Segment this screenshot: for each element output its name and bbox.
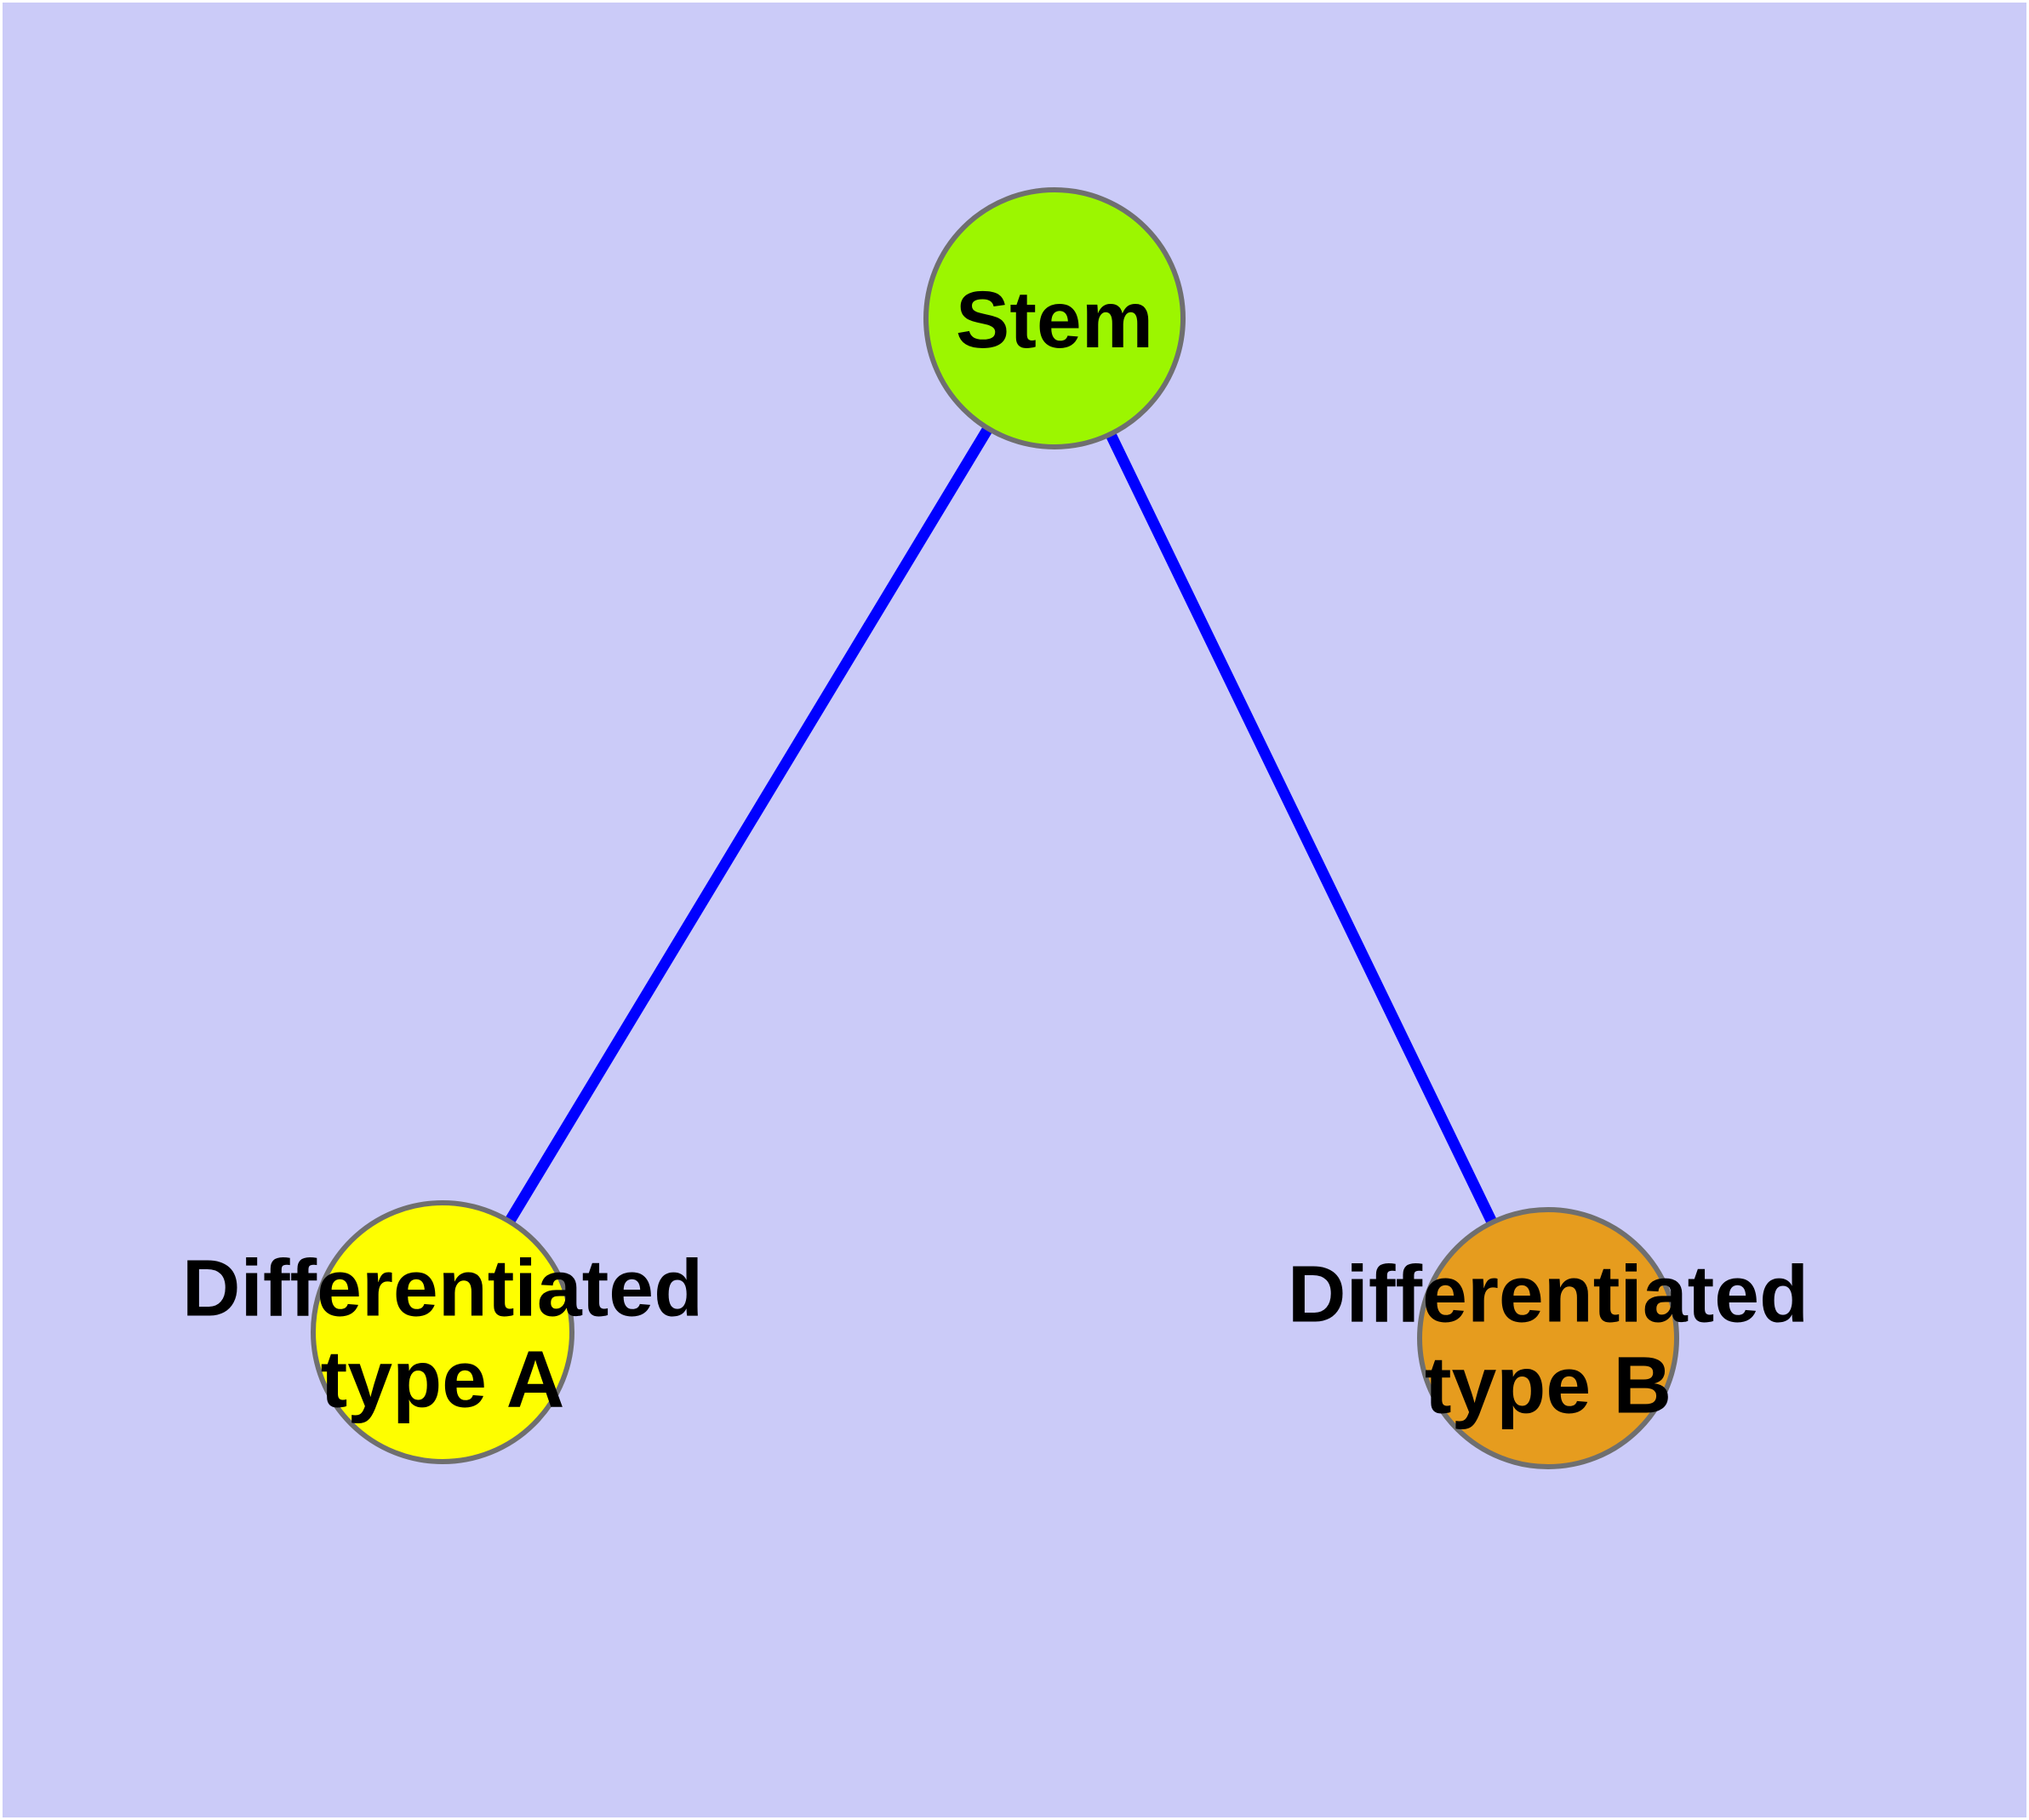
node-diff-a-circle [311,1200,574,1464]
edges-layer [437,315,1553,1341]
node-diff-b-circle [1417,1207,1679,1469]
node-stem-label: Stem [956,275,1153,365]
node-stem-circle [923,187,1186,449]
edge-stem-diff-b [1049,316,1553,1341]
edge-stem-diff-a [437,315,1060,1336]
node-stem: Stem [923,187,1186,449]
